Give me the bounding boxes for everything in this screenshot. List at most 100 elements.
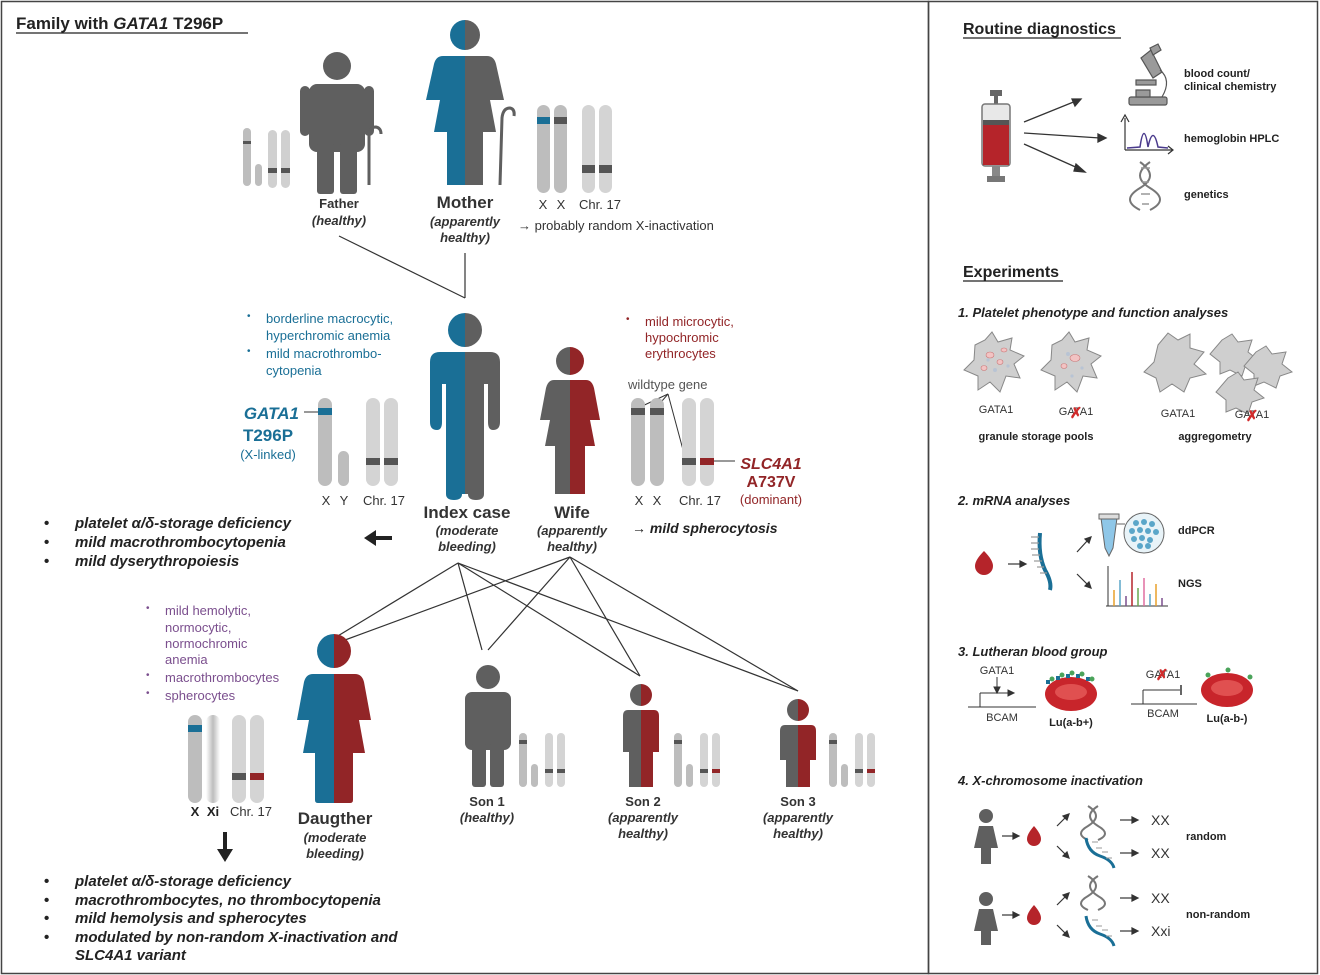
wife-chrom-x2: X bbox=[653, 493, 662, 508]
svg-text:platelet α/δ-storage deficienc: platelet α/δ-storage deficiency bbox=[74, 873, 292, 890]
mother-chromosomes bbox=[537, 105, 612, 193]
pedigree-lines bbox=[317, 235, 799, 692]
dna-icon bbox=[1129, 161, 1161, 211]
father-name: Father bbox=[319, 196, 359, 211]
mrna-icon bbox=[1084, 837, 1116, 869]
exp4-nonrandom-xx: XX bbox=[1151, 890, 1170, 906]
mother-status-1: (apparently bbox=[430, 214, 501, 229]
son-2-chromosomes bbox=[674, 733, 720, 787]
son-2-status-2: healthy) bbox=[618, 826, 668, 841]
mother-xinact-note: → probably random X-inactivation bbox=[518, 218, 714, 233]
daughter-chromosomes bbox=[188, 715, 264, 803]
wife-gene-label: SLC4A1 bbox=[740, 456, 801, 473]
svg-text:mild hemolysis and spherocytes: mild hemolysis and spherocytes bbox=[75, 910, 307, 927]
svg-text:mild microcytic,: mild microcytic, bbox=[645, 314, 734, 329]
wife-wildtype-label: wildtype gene bbox=[627, 377, 708, 392]
svg-text:•: • bbox=[44, 929, 49, 946]
daughter-status-1: (moderate bbox=[304, 830, 367, 845]
svg-text:macrothrombocytes: macrothrombocytes bbox=[165, 670, 280, 685]
father-cane-icon bbox=[367, 125, 383, 185]
routine-item-blood-count: blood count/ bbox=[1184, 68, 1250, 80]
exp3-gata1-wt: GATA1 bbox=[980, 665, 1014, 677]
wife-status-1: (apparently bbox=[537, 523, 608, 538]
experiments-title: Experiments bbox=[963, 264, 1059, 281]
mother-chrom-x2: X bbox=[557, 197, 566, 212]
routine-item-clinical-chemistry: clinical chemistry bbox=[1184, 81, 1277, 93]
female-icon bbox=[974, 809, 998, 864]
father-chromosomes bbox=[243, 128, 290, 188]
mother-figure bbox=[426, 20, 504, 185]
mother-cane-icon bbox=[498, 106, 516, 186]
microscope-icon bbox=[1128, 43, 1168, 106]
blood-drop-icon bbox=[1027, 905, 1041, 925]
exp1-label-gata1-mut1: GATA1 bbox=[1059, 406, 1093, 418]
father-figure bbox=[300, 52, 374, 194]
svg-text:macrothrombocytes, no thromboc: macrothrombocytes, no thrombocytopenia bbox=[75, 892, 381, 909]
mother-status-2: healthy) bbox=[440, 230, 490, 245]
index-case-name: Index case bbox=[424, 503, 511, 522]
svg-text:erythrocytes: erythrocytes bbox=[645, 346, 716, 361]
svg-text:cytopenia: cytopenia bbox=[266, 363, 322, 378]
son-3-status-2: healthy) bbox=[773, 826, 823, 841]
rbc-icon bbox=[1045, 677, 1097, 711]
exp2-title: 2. mRNA analyses bbox=[957, 493, 1070, 508]
svg-text:borderline macrocytic,: borderline macrocytic, bbox=[266, 311, 393, 326]
son-3-name: Son 3 bbox=[780, 794, 815, 809]
son-1-figure bbox=[465, 665, 511, 787]
svg-text:•: • bbox=[146, 688, 150, 699]
mutation-x-icon: ✗ bbox=[1070, 405, 1083, 422]
ddpcr-tube-icon bbox=[1098, 512, 1165, 558]
routine-diagnostics-title: Routine diagnostics bbox=[963, 21, 1116, 38]
exp4-random-xx1: XX bbox=[1151, 812, 1170, 828]
svg-text:hypochromic: hypochromic bbox=[645, 330, 719, 345]
exp2-label-ngs: NGS bbox=[1178, 578, 1202, 590]
wife-variant-label: A737V bbox=[747, 474, 796, 491]
wife-finding: → mild spherocytosis bbox=[632, 520, 778, 536]
daughter-chrom-17: Chr. 17 bbox=[230, 804, 272, 819]
svg-text:•: • bbox=[146, 670, 150, 681]
daughter-chrom-x: X bbox=[191, 804, 200, 819]
exp1-label-gata1-wt2: GATA1 bbox=[1161, 408, 1195, 420]
index-case-phenotype: • borderline macrocytic, hyperchromic an… bbox=[247, 311, 393, 378]
exp1-sub-granule: granule storage pools bbox=[979, 431, 1094, 443]
index-chrom-x: X bbox=[322, 493, 331, 508]
routine-item-hplc: hemoglobin HPLC bbox=[1184, 133, 1279, 145]
blood-drop-icon bbox=[1027, 826, 1041, 846]
exp4-title: 4. X-chromosome inactivation bbox=[957, 773, 1143, 788]
son-1-name: Son 1 bbox=[469, 794, 504, 809]
exp3-lu-neg: Lu(a-b-) bbox=[1207, 713, 1248, 725]
svg-text:normocytic,: normocytic, bbox=[165, 620, 231, 635]
svg-text:•: • bbox=[44, 515, 49, 532]
svg-text:•: • bbox=[44, 873, 49, 890]
wife-chrom-17: Chr. 17 bbox=[679, 493, 721, 508]
svg-text:•: • bbox=[44, 892, 49, 909]
son-2-status-1: (apparently bbox=[608, 810, 679, 825]
exp1-label-gata1-wt1: GATA1 bbox=[979, 404, 1013, 416]
exp3-gata1-mut: GATA1 bbox=[1146, 669, 1180, 681]
wife-chromosomes bbox=[631, 398, 714, 486]
wife-inherit-label: (dominant) bbox=[740, 492, 802, 507]
index-case-figure bbox=[430, 313, 500, 500]
daughter-findings: • platelet α/δ-storage deficiency • macrot… bbox=[44, 873, 398, 964]
exp1-label-gata1-mut2: GATA1 bbox=[1235, 409, 1269, 421]
daughter-status-2: bleeding) bbox=[306, 846, 364, 861]
mother-name: Mother bbox=[437, 193, 494, 212]
wife-figure bbox=[540, 347, 600, 494]
right-panel-border bbox=[927, 0, 1319, 975]
exp4-random-xx2: XX bbox=[1151, 845, 1170, 861]
svg-text:mild macrothrombo-: mild macrothrombo- bbox=[266, 346, 382, 361]
female-icon bbox=[974, 892, 998, 945]
index-gene-label: GATA1 bbox=[244, 404, 299, 423]
exp1-title: 1. Platelet phenotype and function analy… bbox=[958, 305, 1228, 320]
mrna-icon bbox=[1084, 915, 1116, 947]
exp3-bcam-2: BCAM bbox=[1147, 708, 1179, 720]
son-3-status-1: (apparently bbox=[763, 810, 834, 825]
wife-status-2: healthy) bbox=[547, 539, 597, 554]
exp1-sub-aggregometry: aggregometry bbox=[1178, 431, 1252, 443]
rbc-icon bbox=[1201, 673, 1253, 707]
index-case-status-1: (moderate bbox=[436, 523, 499, 538]
daughter-name: Daugther bbox=[298, 809, 373, 828]
index-variant-label: T296P bbox=[243, 426, 293, 445]
index-findings: •platelet α/δ-storage deficiency •mild m… bbox=[44, 515, 292, 570]
syringe-icon bbox=[981, 90, 1011, 182]
